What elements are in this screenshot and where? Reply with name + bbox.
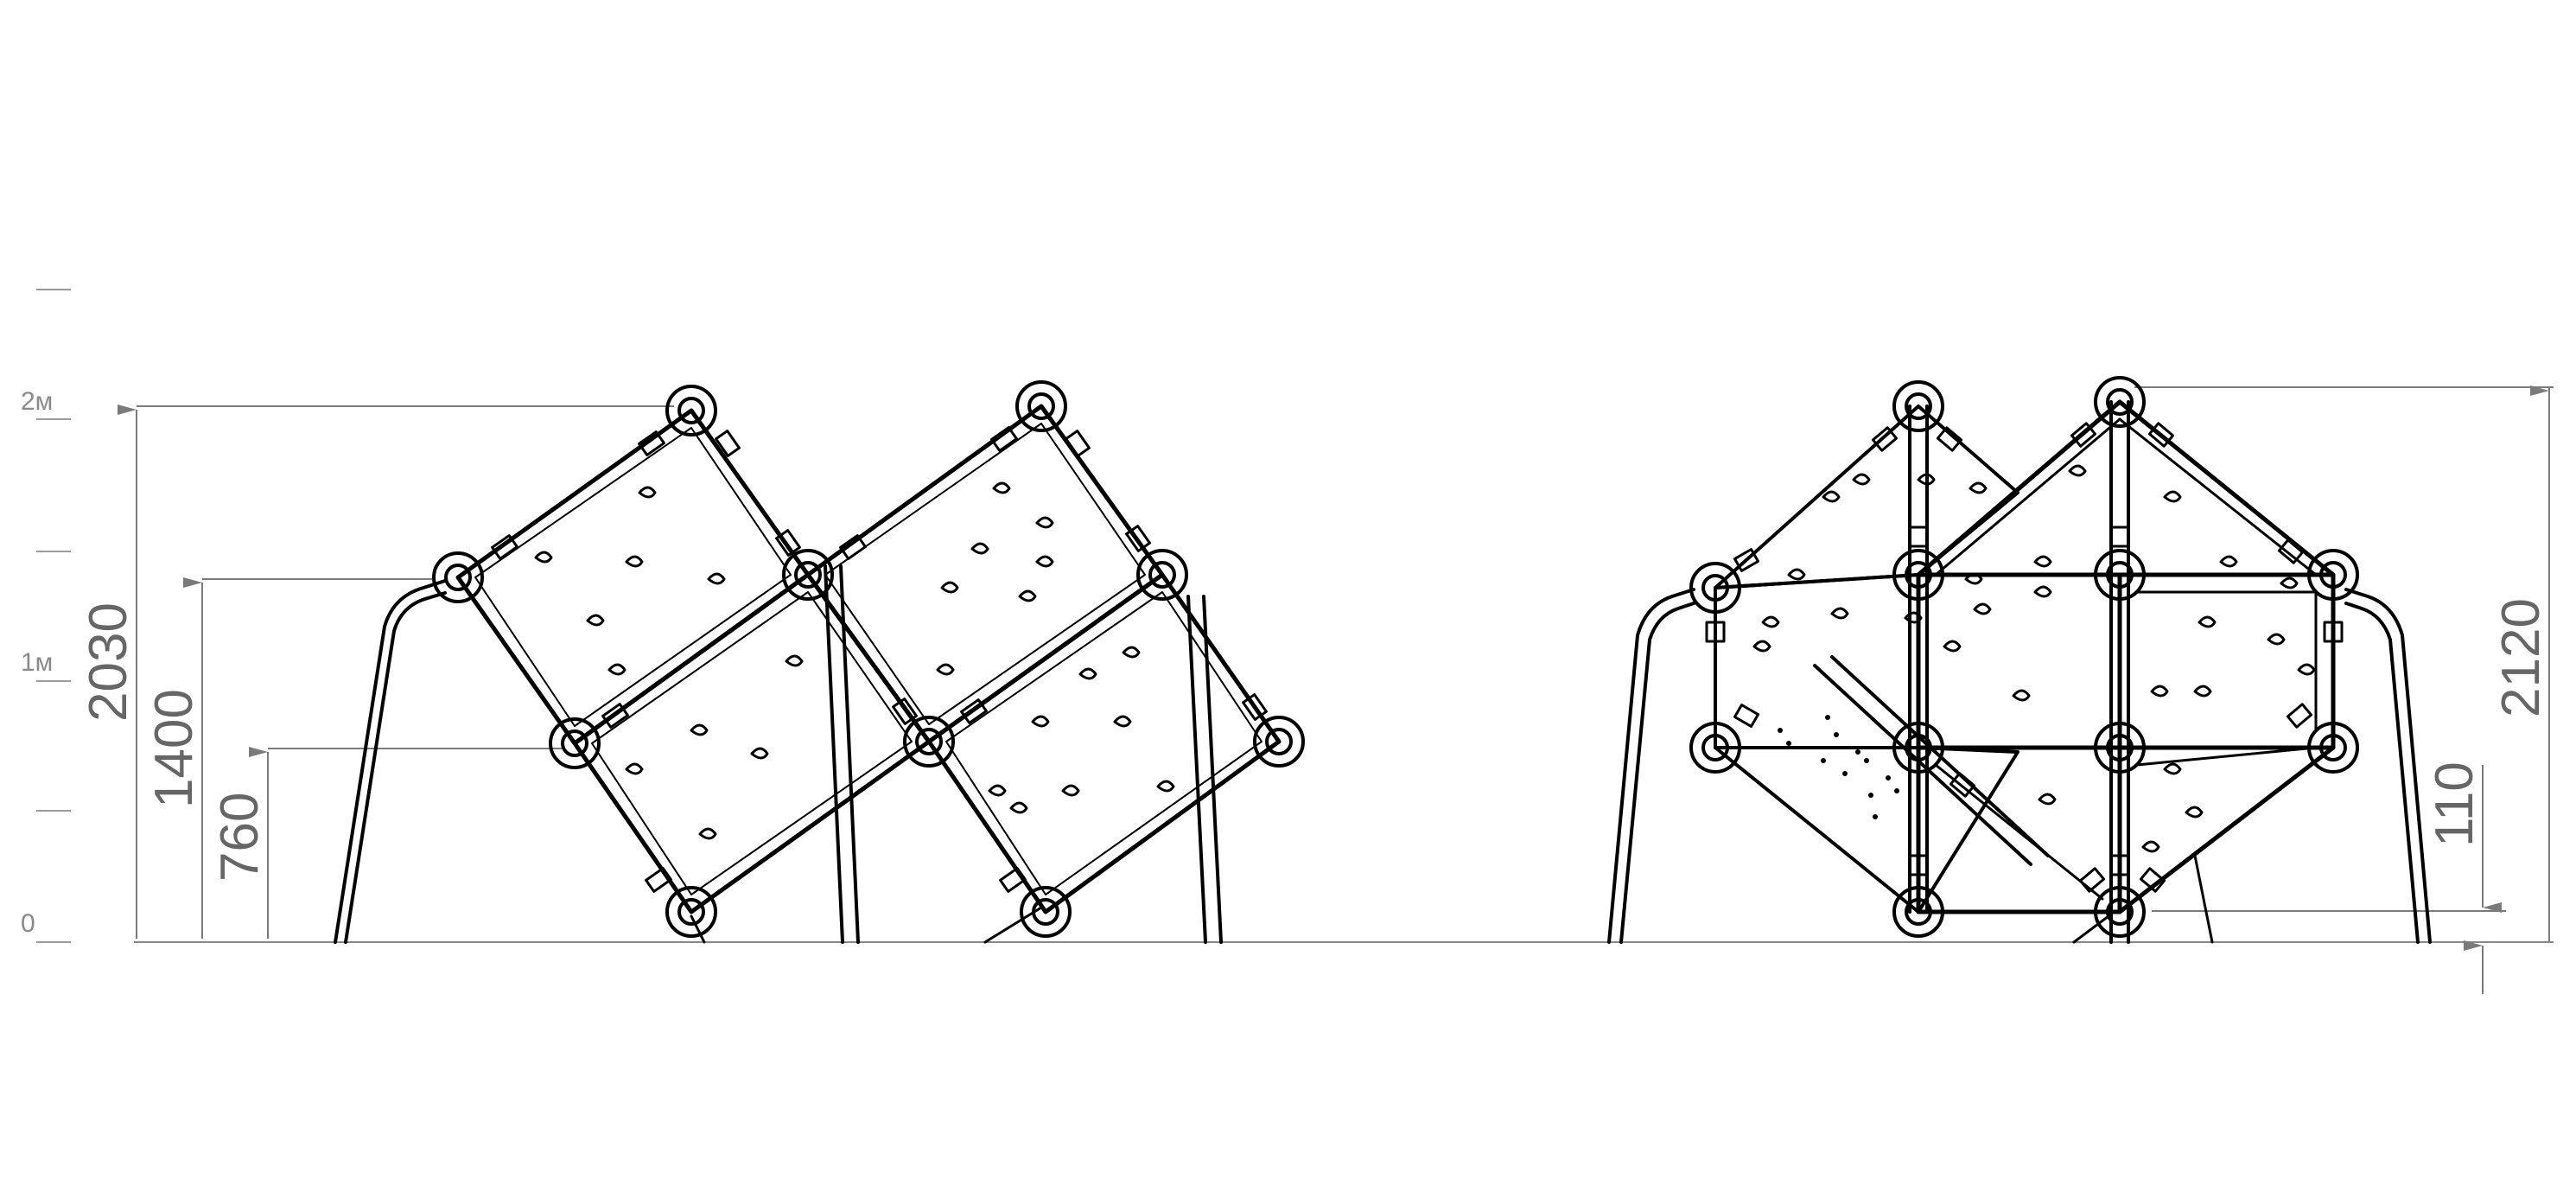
- dim-2120: 2120: [2491, 598, 2551, 717]
- dim-110: 110: [2425, 761, 2484, 847]
- front-elevation-view: [1607, 376, 2432, 944]
- dim-2030: 2030: [79, 602, 138, 722]
- dim-760: 760: [210, 793, 270, 882]
- scale-label-1m: 1м: [21, 648, 53, 677]
- scale-label-0: 0: [21, 909, 35, 938]
- height-scale: 0 1м 2м: [21, 289, 71, 943]
- scale-label-2m: 2м: [21, 387, 53, 416]
- right-dimensions: 2120 110: [2134, 385, 2554, 994]
- dim-1400: 1400: [144, 689, 204, 808]
- left-dimensions: 2030 1400 760: [79, 405, 674, 939]
- side-elevation-view: [334, 380, 1305, 944]
